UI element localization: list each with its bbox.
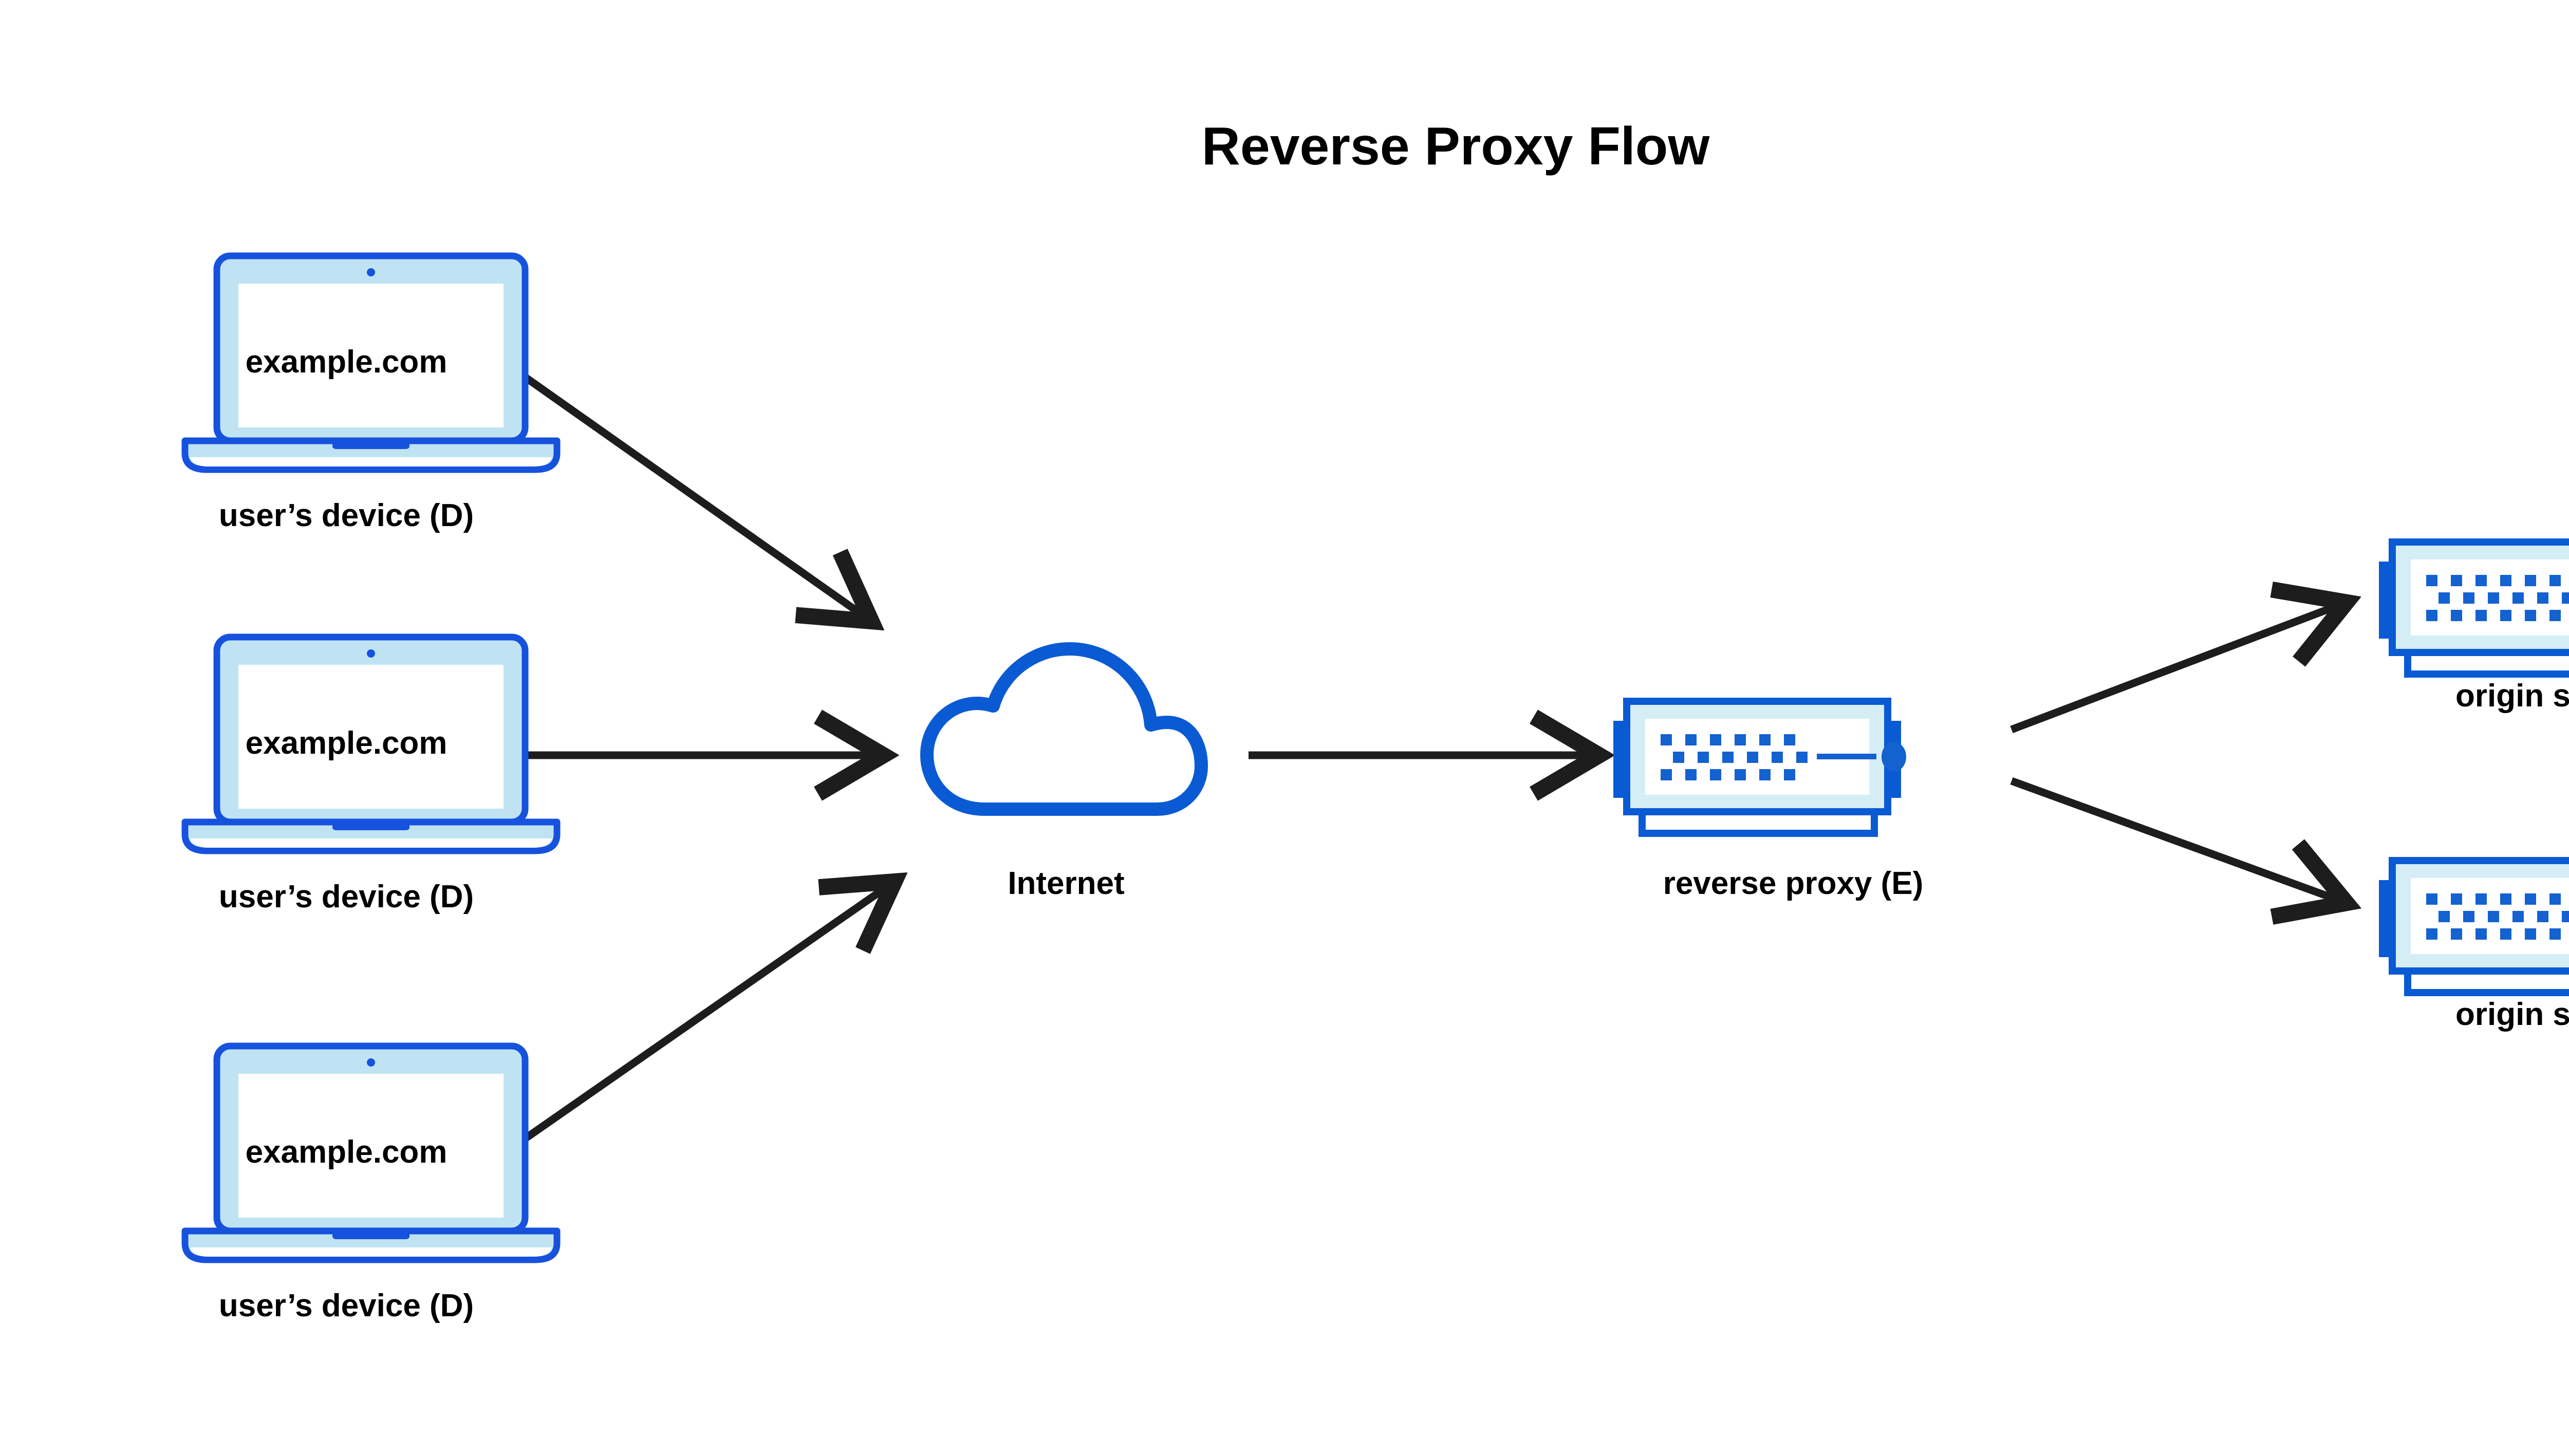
node-origin-2[interactable]: origin server (F): [2379, 861, 2569, 1032]
node-origin-1[interactable]: origin server (F): [2379, 542, 2569, 714]
node-reverse-proxy[interactable]: reverse proxy (E): [1613, 701, 1923, 901]
origin-1-label: origin server (F): [2455, 678, 2569, 714]
arrow-client3-to-internet: [509, 884, 891, 1152]
client-1-screen-text: example.com: [246, 344, 448, 380]
arrow-proxy-to-origin1: [2010, 604, 2343, 734]
arrow-proxy-to-origin2: [2010, 777, 2343, 902]
origin-2-label: origin server (F): [2455, 997, 2569, 1032]
page-title: Reverse Proxy Flow: [1202, 117, 1710, 176]
server-icon: [2379, 861, 2569, 993]
cloud-icon: [927, 649, 1201, 809]
server-icon: [2379, 542, 2569, 674]
client-3-screen-text: example.com: [246, 1134, 448, 1170]
connection-arrows: [509, 364, 2343, 1152]
client-3-label: user’s device (D): [219, 1288, 474, 1323]
arrow-client1-to-internet: [509, 364, 868, 619]
node-client-3[interactable]: example.com user’s device (D): [185, 1046, 557, 1323]
node-client-2[interactable]: example.com user’s device (D): [185, 637, 557, 914]
reverse-proxy-label: reverse proxy (E): [1663, 866, 1924, 901]
node-internet[interactable]: Internet: [927, 649, 1201, 901]
node-client-1[interactable]: example.com user’s device (D): [185, 256, 557, 533]
internet-label: Internet: [1008, 866, 1124, 901]
client-1-label: user’s device (D): [219, 498, 474, 533]
client-2-label: user’s device (D): [219, 879, 474, 914]
client-2-screen-text: example.com: [246, 725, 448, 761]
server-icon: [1613, 701, 1906, 833]
